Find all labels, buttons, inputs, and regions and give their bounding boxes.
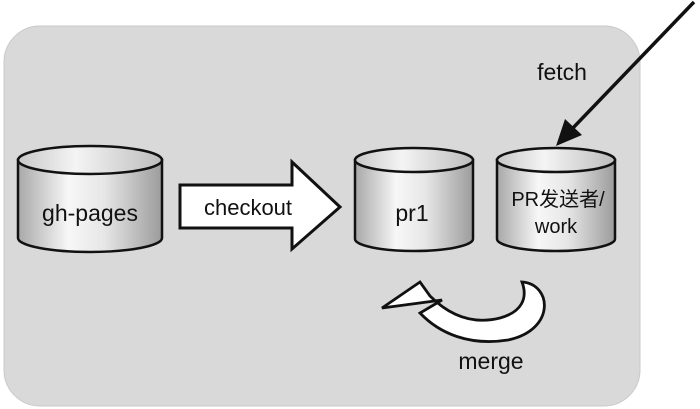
fetch-label: fetch xyxy=(537,59,587,85)
pr-sender-work-cylinder: PR发送者/ work xyxy=(495,146,617,253)
checkout-arrow: checkout xyxy=(178,158,343,253)
gh-pages-cylinder: gh-pages xyxy=(16,144,164,254)
fetch-arrow: fetch xyxy=(537,0,696,146)
merge-arrow: merge xyxy=(381,280,546,374)
gh-pages-label: gh-pages xyxy=(42,200,138,226)
pr-sender-label-line2: work xyxy=(534,216,578,238)
pr1-label: pr1 xyxy=(395,200,428,226)
checkout-label: checkout xyxy=(204,195,292,220)
merge-label: merge xyxy=(458,348,523,374)
pr-sender-label-line1: PR发送者/ xyxy=(511,188,605,211)
pr1-cylinder: pr1 xyxy=(353,146,475,253)
